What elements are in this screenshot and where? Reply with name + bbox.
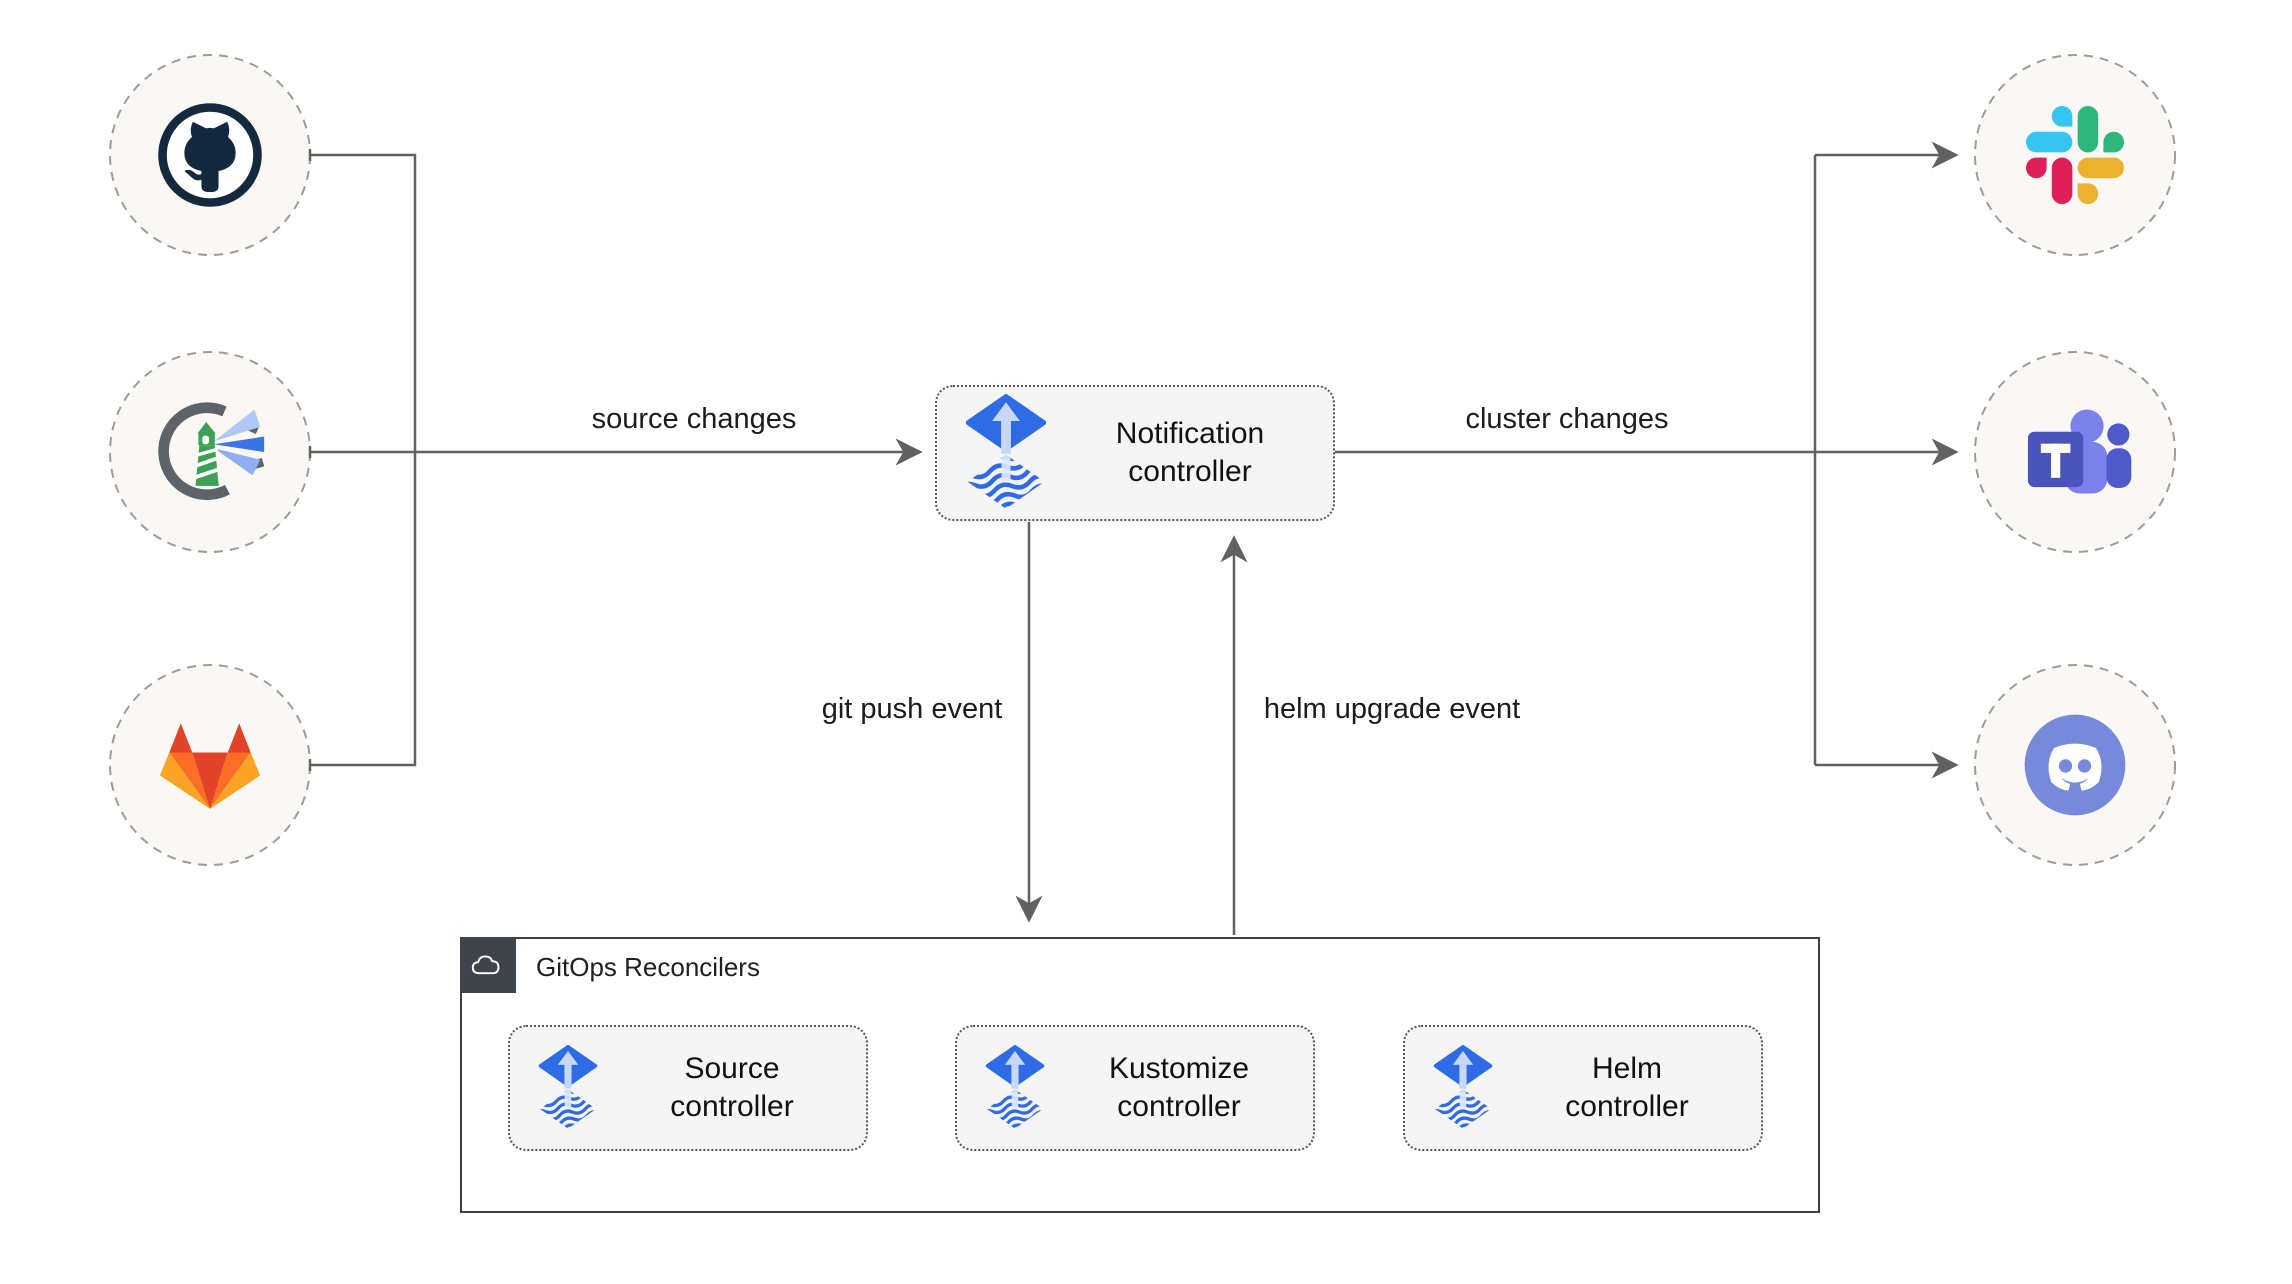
edge-left-bus (310, 153, 417, 767)
helm-controller-label: Helm controller (1493, 1050, 1761, 1126)
node-gitlab (110, 665, 310, 865)
discord-icon (2024, 714, 2126, 816)
edge-label-git-push-event: git push event (821, 693, 1003, 725)
label-line2: controller (1128, 455, 1252, 488)
container-badge (460, 937, 516, 993)
flux-icon (985, 1045, 1045, 1131)
edge-label-cluster-changes: cluster changes (1465, 403, 1669, 435)
harbor-icon (158, 402, 265, 501)
label-line1: Kustomize (1108, 1052, 1250, 1085)
node-github (110, 55, 310, 255)
node-helm-controller: Helm controller (1403, 1025, 1763, 1151)
node-kustomize-controller: Kustomize controller (955, 1025, 1315, 1151)
node-discord (1975, 665, 2175, 865)
edge-label-source-changes: source changes (591, 403, 797, 435)
node-source-controller: Source controller (508, 1025, 868, 1151)
slack-icon (2026, 106, 2124, 204)
node-circle-slack (1974, 54, 2176, 256)
node-teams (1975, 352, 2175, 552)
label-line2: controller (1565, 1090, 1689, 1123)
node-harbor (110, 352, 310, 552)
label-line1: Helm (1591, 1052, 1662, 1085)
notification-controller-label: Notification controller (1047, 415, 1333, 491)
microsoft-teams-icon (2027, 409, 2132, 494)
cloud-icon (471, 955, 500, 975)
flux-icon (1433, 1045, 1493, 1131)
gitlab-icon (159, 723, 261, 809)
node-slack (1975, 55, 2175, 255)
label-line1: Source (684, 1052, 780, 1085)
github-icon (158, 103, 262, 207)
source-controller-label: Source controller (598, 1050, 866, 1126)
label-line1: Notification (1115, 417, 1265, 450)
edge-label-helm-upgrade-event: helm upgrade event (1263, 693, 1521, 725)
flux-icon (965, 394, 1047, 512)
flux-icon (538, 1045, 598, 1131)
container-title: GitOps Reconcilers (536, 951, 760, 982)
label-line2: controller (1117, 1090, 1241, 1123)
kustomize-controller-label: Kustomize controller (1045, 1050, 1313, 1126)
label-line2: controller (670, 1090, 794, 1123)
node-notification-controller: Notification controller (935, 385, 1335, 521)
